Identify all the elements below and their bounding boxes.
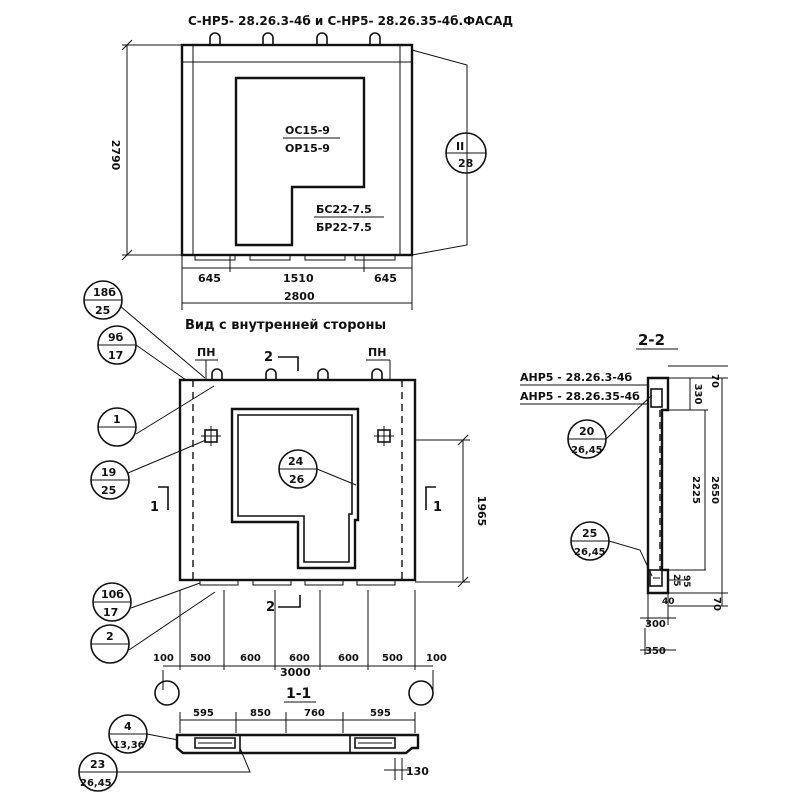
inner-view-title: Вид с внутренней стороны <box>185 318 386 333</box>
callout-24 <box>278 449 357 489</box>
svg-text:1: 1 <box>113 413 121 426</box>
callout-18b <box>83 280 206 379</box>
facade-height-dim <box>121 39 182 261</box>
facade-dim-total: 2800 <box>284 290 315 303</box>
section-2-2-label-2: АНР5 - 28.26.35-4б <box>520 390 640 403</box>
section-1-1-title: 1-1 <box>286 686 311 702</box>
svg-text:10б: 10б <box>101 588 124 601</box>
inner-dim-4: 600 <box>338 653 359 664</box>
svg-text:20: 20 <box>579 425 595 438</box>
svg-text:17: 17 <box>103 606 118 619</box>
cut-1-right-label: 1 <box>433 500 442 515</box>
facade-callout-leader <box>411 49 468 256</box>
inner-dim-6: 100 <box>426 653 447 664</box>
section-1-1-dim-2: 760 <box>304 708 325 719</box>
door-label-1: БС22-7.5 <box>316 203 372 216</box>
pn-label-right: ПН <box>368 346 386 359</box>
svg-text:2: 2 <box>106 630 114 643</box>
section-2-2-dim-2650: 2650 <box>709 476 720 504</box>
svg-text:25: 25 <box>101 484 116 497</box>
section-2-2-dim-330: 330 <box>692 384 703 405</box>
callout-23 <box>78 747 251 792</box>
cut-2-bottom-mark <box>278 595 301 608</box>
facade-title: С-НР5- 28.26.3-4б и С-НР5- 28.26.35-4б.Ф… <box>188 14 513 28</box>
inner-height-value: 1965 <box>475 496 488 527</box>
inner-panel <box>178 368 417 586</box>
section-1-1-thickness-dim <box>384 758 410 780</box>
section-1-1-dim-3: 595 <box>370 708 391 719</box>
callout-1 <box>97 385 215 447</box>
svg-text:9б: 9б <box>108 331 124 344</box>
cut-2-top-label: 2 <box>264 350 273 365</box>
inner-dim-3: 600 <box>289 653 310 664</box>
facade-bottom-dims <box>181 256 413 310</box>
axis-marker-right <box>408 680 434 706</box>
callout-19 <box>90 439 207 500</box>
window-label-1: ОС15-9 <box>285 124 330 137</box>
section-2-2-label-1: АНР5 - 28.26.3-4б <box>520 371 633 384</box>
callout-10b <box>92 582 201 622</box>
section-1-1-profile <box>175 733 420 755</box>
section-2-2-dims <box>640 365 728 655</box>
section-2-2-dim-2225: 2225 <box>690 476 701 504</box>
pn-label-left: ПН <box>197 346 215 359</box>
section-2-2-dim-bottom: 70 <box>711 597 722 611</box>
svg-text:18б: 18б <box>93 286 116 299</box>
svg-text:4: 4 <box>124 720 132 733</box>
svg-text:19: 19 <box>101 466 116 479</box>
svg-text:17: 17 <box>108 349 123 362</box>
inner-dim-total: 3000 <box>280 666 311 679</box>
section-2-2-dim-95: 95 <box>681 575 691 588</box>
callout-4 <box>108 714 179 754</box>
window-label-2: ОР15-9 <box>285 142 330 155</box>
callout-9b <box>97 325 187 381</box>
svg-text:23: 23 <box>90 758 105 771</box>
inner-bottom-dims <box>162 590 434 690</box>
svg-text:13,36: 13,36 <box>113 740 145 751</box>
svg-text:26,45: 26,45 <box>571 445 603 456</box>
section-2-2-title: 2-2 <box>638 331 665 349</box>
svg-text:24: 24 <box>288 455 304 468</box>
inner-dim-1: 500 <box>190 653 211 664</box>
svg-text:26: 26 <box>289 473 305 486</box>
inner-dim-5: 500 <box>382 653 403 664</box>
cut-1-right-mark <box>425 486 436 510</box>
facade-panel <box>180 32 414 261</box>
section-2-2-width-350: 350 <box>645 646 666 657</box>
facade-dim-right: 645 <box>374 272 397 285</box>
section-1-1-dims <box>179 712 416 733</box>
section-2-2-dim-40: 40 <box>662 597 675 607</box>
cut-2-bottom-label: 2 <box>266 600 275 615</box>
callout-25 <box>570 521 653 577</box>
section-1-1-dim-1: 850 <box>250 708 271 719</box>
section-2-2-dim-top: 70 <box>709 374 720 388</box>
svg-text:26,45: 26,45 <box>574 547 606 558</box>
facade-callout-bottom: 28 <box>458 157 473 170</box>
callout-20 <box>567 394 653 459</box>
door-label-2: БР22-7.5 <box>316 221 372 234</box>
svg-text:25: 25 <box>582 527 597 540</box>
section-2-2-width-300: 300 <box>645 619 666 630</box>
section-2-2-profile <box>646 376 670 595</box>
inner-dim-0: 100 <box>153 653 174 664</box>
section-1-1-dim-0: 595 <box>193 708 214 719</box>
callout-2 <box>90 591 216 664</box>
svg-text:25: 25 <box>95 304 110 317</box>
inner-dim-2: 600 <box>240 653 261 664</box>
inner-height-dim <box>415 434 470 588</box>
axis-marker-left <box>154 680 180 706</box>
cut-1-left-label: 1 <box>150 500 159 515</box>
facade-callout-top: II <box>456 140 464 153</box>
cut-1-left-mark <box>158 486 169 510</box>
section-1-1-thickness: 130 <box>406 765 429 778</box>
cut-2-top-mark <box>278 356 299 371</box>
svg-text:26,45: 26,45 <box>80 778 112 789</box>
facade-dim-mid: 1510 <box>283 272 314 285</box>
section-2-2-dim-25: 25 <box>671 574 681 587</box>
facade-height-value: 2790 <box>109 140 122 171</box>
facade-dim-left: 645 <box>198 272 221 285</box>
